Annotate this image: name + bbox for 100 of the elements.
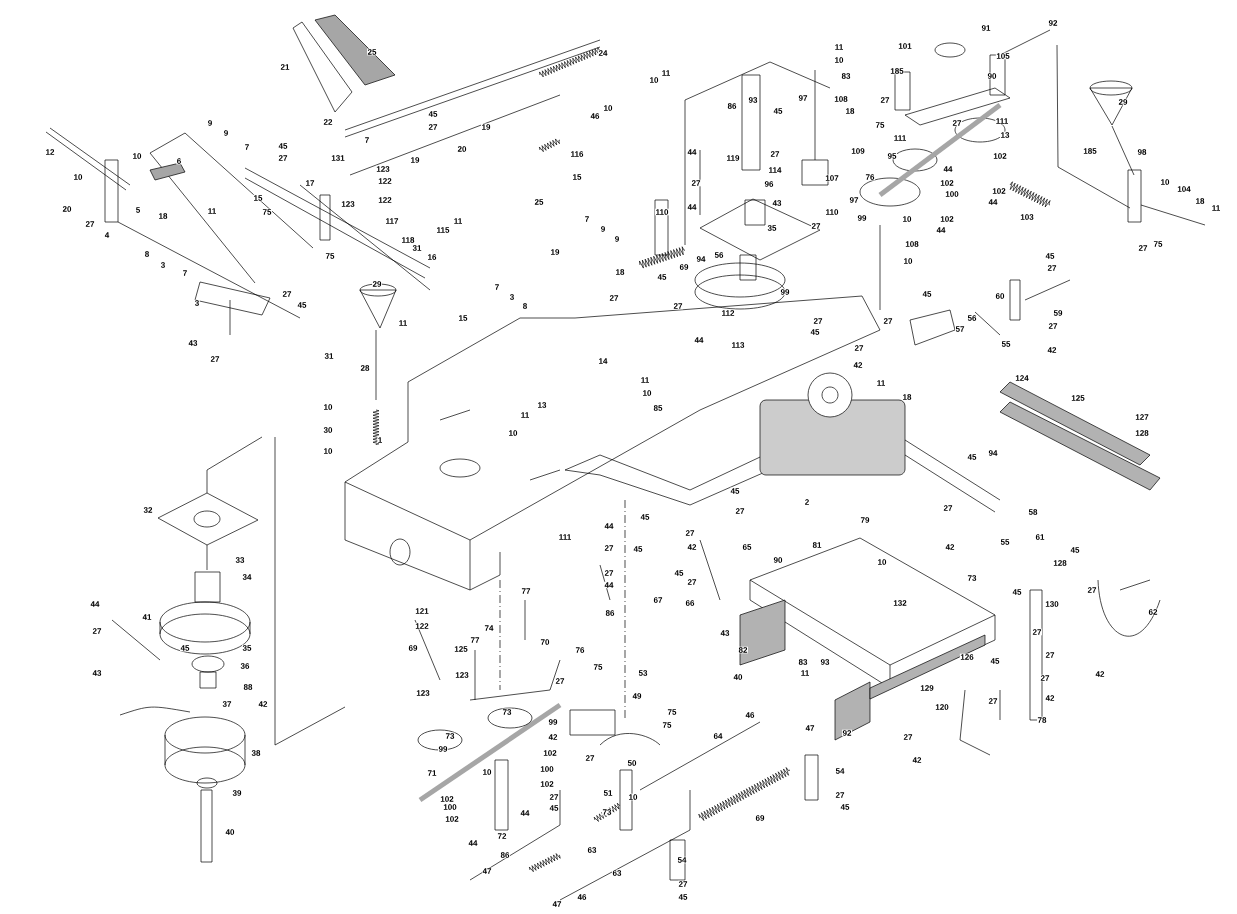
callout-number: 12 bbox=[45, 148, 55, 156]
callout-number: 111 bbox=[995, 117, 1009, 125]
callout-number: 105 bbox=[995, 52, 1011, 60]
callout-number: 73 bbox=[445, 732, 455, 740]
callout-number: 97 bbox=[849, 196, 859, 204]
callout-number: 63 bbox=[612, 869, 622, 877]
callout-number: 11 bbox=[661, 69, 671, 77]
callout-number: 11 bbox=[800, 669, 810, 677]
callout-number: 111 bbox=[893, 134, 907, 142]
callout-number: 118 bbox=[401, 236, 415, 244]
callout-number: 86 bbox=[605, 609, 615, 617]
callout-number: 97 bbox=[798, 94, 808, 102]
callout-number: 2 bbox=[804, 498, 810, 506]
callout-number: 44 bbox=[943, 165, 953, 173]
callout-number: 10 bbox=[903, 257, 913, 265]
callout-number: 27 bbox=[555, 677, 565, 685]
callout-number: 9 bbox=[223, 129, 229, 137]
callout-number: 47 bbox=[805, 724, 815, 732]
callout-number: 75 bbox=[325, 252, 335, 260]
callout-number: 27 bbox=[1032, 628, 1042, 636]
callout-number: 45 bbox=[1045, 252, 1055, 260]
callout-number: 31 bbox=[412, 244, 422, 252]
callout-number: 75 bbox=[662, 721, 672, 729]
callout-number: 10 bbox=[482, 768, 492, 776]
callout-number: 10 bbox=[508, 429, 518, 437]
callout-number: 27 bbox=[691, 179, 701, 187]
callout-number: 19 bbox=[550, 248, 560, 256]
callout-number: 25 bbox=[367, 48, 377, 56]
callout-number: 102 bbox=[992, 152, 1008, 160]
callout-number: 10 bbox=[877, 558, 887, 566]
callout-number: 110 bbox=[825, 208, 839, 216]
callout-number: 67 bbox=[653, 596, 663, 604]
callout-number: 74 bbox=[484, 624, 494, 632]
callout-number: 42 bbox=[258, 700, 268, 708]
callout-number: 27 bbox=[609, 294, 619, 302]
callout-number: 42 bbox=[1047, 346, 1057, 354]
callout-number: 10 bbox=[323, 447, 333, 455]
callout-number: 15 bbox=[572, 173, 582, 181]
callout-number: 27 bbox=[428, 123, 438, 131]
callout-number: 10 bbox=[132, 152, 142, 160]
callout-number: 45 bbox=[180, 644, 190, 652]
callout-number: 27 bbox=[1047, 264, 1057, 272]
callout-number: 35 bbox=[242, 644, 252, 652]
callout-number: 20 bbox=[457, 145, 467, 153]
callout-number: 77 bbox=[521, 587, 531, 595]
callout-number: 94 bbox=[988, 449, 998, 457]
callout-number: 50 bbox=[627, 759, 637, 767]
callout-number: 45 bbox=[674, 569, 684, 577]
callout-number: 92 bbox=[1048, 19, 1058, 27]
callout-number: 10 bbox=[73, 173, 83, 181]
callout-number: 102 bbox=[542, 749, 558, 757]
callout-number: 127 bbox=[1134, 413, 1150, 421]
callout-number: 112 bbox=[721, 309, 735, 317]
callout-number: 6 bbox=[176, 157, 182, 165]
callout-number: 66 bbox=[685, 599, 695, 607]
callout-number: 108 bbox=[904, 240, 920, 248]
callout-number: 27 bbox=[685, 529, 695, 537]
callout-number: 65 bbox=[742, 543, 752, 551]
callout-number: 43 bbox=[188, 339, 198, 347]
callout-number: 55 bbox=[1000, 538, 1010, 546]
callout-number: 40 bbox=[733, 673, 743, 681]
callout-number: 85 bbox=[653, 404, 663, 412]
callout-number: 123 bbox=[415, 689, 431, 697]
callout-number: 11 bbox=[453, 217, 463, 225]
callout-number: 75 bbox=[593, 663, 603, 671]
callout-number: 22 bbox=[323, 118, 333, 126]
callout-number: 46 bbox=[577, 893, 587, 901]
callout-number: 103 bbox=[1019, 213, 1035, 221]
callout-number: 9 bbox=[207, 119, 213, 127]
callout-number: 5 bbox=[135, 206, 141, 214]
callout-number: 19 bbox=[481, 123, 491, 131]
callout-number: 27 bbox=[604, 544, 614, 552]
callout-number: 7 bbox=[494, 283, 500, 291]
callout-number: 45 bbox=[840, 803, 850, 811]
callout-number: 111 bbox=[558, 533, 572, 541]
callout-number: 73 bbox=[967, 574, 977, 582]
callout-number: 27 bbox=[549, 793, 559, 801]
callout-number: 130 bbox=[1044, 600, 1060, 608]
callout-number: 69 bbox=[408, 644, 418, 652]
callout-number: 58 bbox=[1028, 508, 1038, 516]
callout-number: 27 bbox=[811, 222, 821, 230]
callout-number: 69 bbox=[679, 263, 689, 271]
callout-number: 93 bbox=[820, 658, 830, 666]
callout-number: 27 bbox=[770, 150, 780, 158]
callout-number: 45 bbox=[657, 273, 667, 281]
callout-number: 99 bbox=[438, 745, 448, 753]
callout-number: 42 bbox=[687, 543, 697, 551]
callout-number: 10 bbox=[603, 104, 613, 112]
callout-number: 3 bbox=[194, 299, 200, 307]
callout-number: 47 bbox=[482, 867, 492, 875]
callout-number: 31 bbox=[324, 352, 334, 360]
callout-number: 77 bbox=[470, 636, 480, 644]
callout-number: 24 bbox=[598, 49, 608, 57]
callout-number: 28 bbox=[360, 364, 370, 372]
callout-number: 27 bbox=[85, 220, 95, 228]
callout-number: 3 bbox=[509, 293, 515, 301]
callout-number: 125 bbox=[453, 645, 469, 653]
callout-number: 10 bbox=[649, 76, 659, 84]
callout-number: 185 bbox=[1082, 147, 1098, 155]
callout-number: 11 bbox=[520, 411, 530, 419]
